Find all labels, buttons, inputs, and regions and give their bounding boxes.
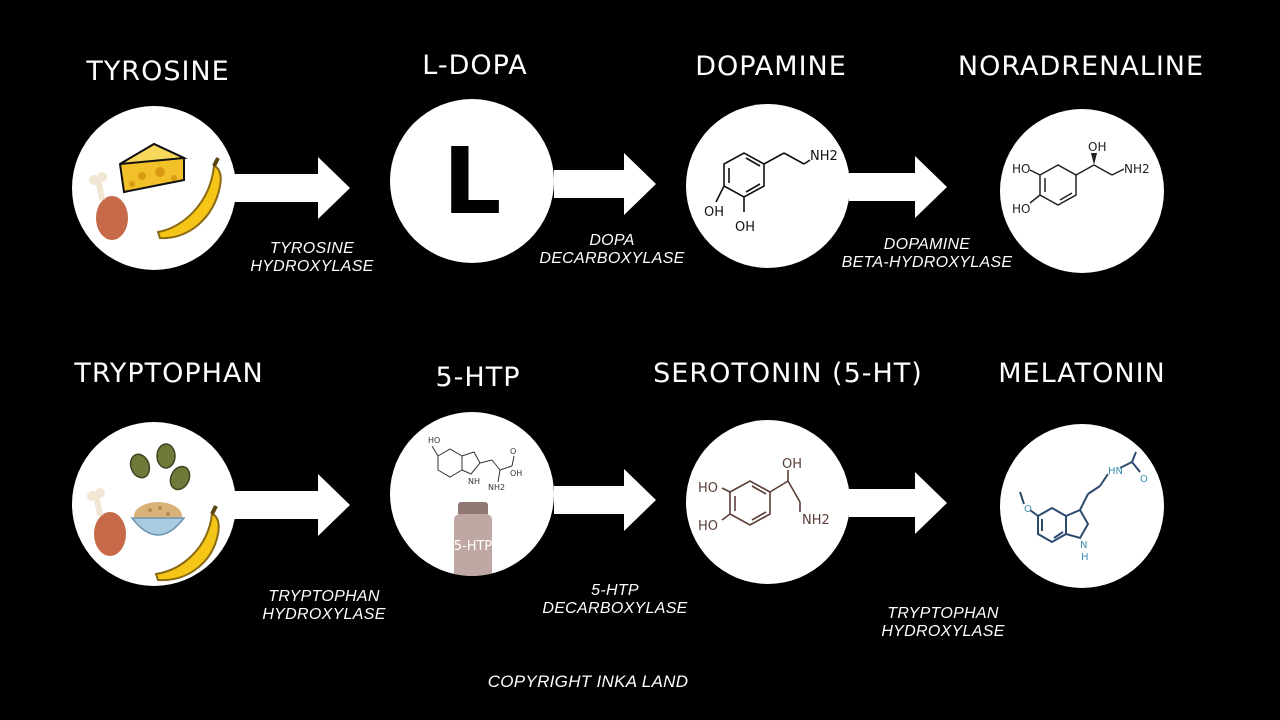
chicken-leg-icon (89, 172, 128, 240)
tryptophan-food-circle (72, 422, 236, 586)
dopamine-nh2-label: NH2 (810, 149, 838, 164)
copyright-text: COPYRIGHT INKA LAND (487, 672, 689, 691)
chicken-leg-icon (87, 488, 126, 556)
dopamine-oh1-label: OH (704, 205, 724, 220)
5-htp-oh-label: OH (510, 469, 522, 478)
banana-icon (154, 505, 220, 582)
enzyme-label: TYROSINE HYDROXYLASE (250, 240, 373, 276)
enzyme-line1: 5-HTP (591, 582, 639, 599)
enzyme-line2: BETA-HYDROXYLASE (841, 254, 1013, 271)
node-title-serotonin: SEROTONIN (5-HT) (653, 358, 923, 389)
enzyme-label: TRYPTOPHAN HYDROXYLASE (881, 605, 1004, 641)
noradrenaline-structure: OH NH2 HO HO (1012, 140, 1150, 216)
node-title-noradrenaline: NORADRENALINE (957, 51, 1205, 82)
serotonin-nh2-label: NH2 (802, 513, 830, 528)
noradrenaline-ho2-label: HO (1012, 202, 1030, 216)
enzyme-line1: DOPAMINE (883, 236, 971, 253)
noradrenaline-oh-label: OH (1088, 140, 1106, 154)
arrow-right-icon (234, 157, 350, 219)
enzyme-line1: TRYPTOPHAN (268, 588, 380, 605)
enzyme-line2: DECARBOXYLASE (539, 250, 685, 267)
serotonin-oh-label: OH (782, 457, 802, 472)
enzyme-label: DOPA DECARBOXYLASE (539, 232, 684, 268)
melatonin-hn-label: HN (1108, 466, 1123, 477)
melatonin-n-label: N (1080, 540, 1087, 551)
enzyme-label: DOPAMINE BETA-HYDROXYLASE (842, 236, 1013, 272)
tyrosine-food-circle (72, 106, 236, 270)
enzyme-label: TRYPTOPHAN HYDROXYLASE (262, 588, 385, 624)
5-htp-nh-label: NH (468, 477, 480, 486)
node-title-dopamine: DOPAMINE (695, 51, 847, 82)
5-htp-ho-label: HO (428, 436, 440, 445)
arrow-right-icon (849, 156, 947, 218)
l-dopa-circle: L (390, 99, 554, 263)
enzyme-line2: HYDROXYLASE (250, 258, 374, 275)
supplement-bottle-icon (454, 502, 492, 576)
arrow-right-icon (849, 472, 947, 534)
noradrenaline-structure-circle: OH NH2 HO HO (1000, 109, 1164, 273)
noradrenaline-nh2-label: NH2 (1124, 162, 1150, 176)
pumpkin-seed-icon (129, 443, 191, 491)
melatonin-o1-label: O (1024, 504, 1032, 515)
node-title-l-dopa: L-DOPA (422, 50, 528, 81)
serotonin-ho2-label: HO (698, 519, 718, 534)
serotonin-ho1-label: HO (698, 481, 718, 496)
enzyme-line1: DOPA (589, 232, 635, 249)
dopamine-structure: NH2 OH OH (704, 149, 838, 235)
melatonin-h-label: H (1081, 552, 1089, 563)
dopamine-structure-circle: NH2 OH OH (686, 104, 850, 268)
enzyme-line1: TRYPTOPHAN (887, 605, 999, 622)
bottle-label: 5-HTP (454, 539, 493, 554)
cheese-icon (118, 142, 188, 194)
enzyme-line2: HYDROXYLASE (262, 606, 386, 623)
node-title-melatonin: MELATONIN (998, 358, 1166, 389)
enzyme-label: 5-HTP DECARBOXYLASE (542, 582, 687, 618)
melatonin-structure: O HN O N H (1019, 451, 1148, 563)
5-htp-o-label: O (510, 447, 516, 456)
5-htp-structure: HO O OH NH2 NH 5-HTP (428, 436, 522, 576)
grain-bowl-icon (130, 502, 186, 536)
arrow-right-icon (554, 469, 656, 531)
l-dopa-letter: L (442, 127, 502, 235)
5-htp-nh2-label: NH2 (488, 483, 505, 492)
node-title-5-htp: 5-HTP (435, 362, 521, 393)
enzyme-line1: TYROSINE (269, 240, 355, 257)
melatonin-structure-circle: O HN O N H (1000, 424, 1164, 588)
node-title-tryptophan: TRYPTOPHAN (74, 358, 264, 389)
enzyme-line2: HYDROXYLASE (881, 623, 1005, 640)
melatonin-o2-label: O (1140, 474, 1148, 485)
noradrenaline-ho1-label: HO (1012, 162, 1030, 176)
dopamine-oh2-label: OH (735, 220, 755, 235)
enzyme-line2: DECARBOXYLASE (542, 600, 688, 617)
arrow-right-icon (554, 153, 656, 215)
arrow-right-icon (234, 474, 350, 536)
banana-icon (156, 157, 222, 240)
5-htp-circle: HO O OH NH2 NH 5-HTP (390, 412, 554, 576)
serotonin-structure-circle: OH HO HO NH2 (686, 420, 850, 584)
node-title-tyrosine: TYROSINE (86, 56, 230, 87)
serotonin-structure: OH HO HO NH2 (698, 457, 830, 534)
